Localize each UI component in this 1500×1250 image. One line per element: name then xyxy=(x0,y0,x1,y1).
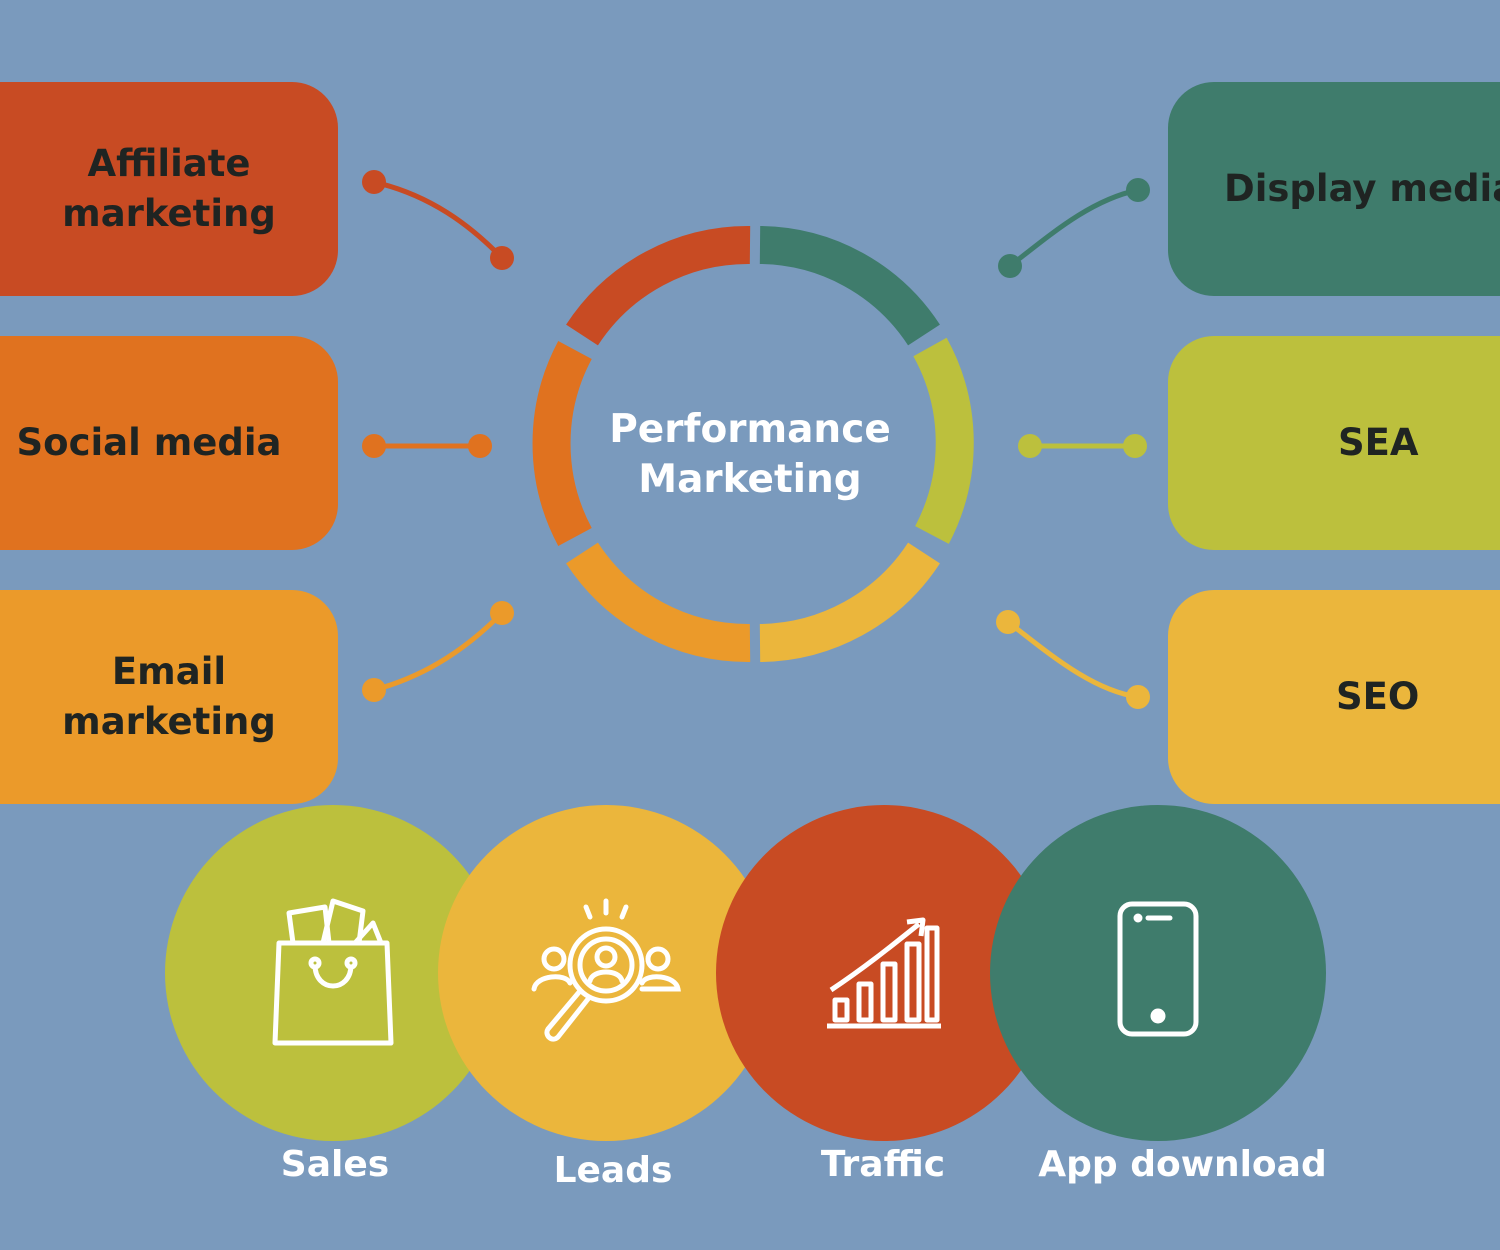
goal-circle-app-download xyxy=(990,805,1326,1141)
ring-segment-display xyxy=(759,226,940,346)
ring-segment-sea xyxy=(913,337,974,544)
goal-label-traffic: Traffic xyxy=(820,1144,946,1185)
connector-email xyxy=(371,610,505,693)
magnifier-people-icon xyxy=(531,898,681,1042)
growth-chart-icon xyxy=(827,917,941,1029)
smartphone-icon xyxy=(1117,901,1199,1037)
channel-seo: SEO xyxy=(1168,590,1500,804)
goal-label-leads: Leads xyxy=(553,1150,673,1191)
channel-affiliate-marketing: Affiliate marketing xyxy=(0,82,338,296)
ring-segment-email xyxy=(566,542,751,663)
center-title: Performance Marketing xyxy=(609,407,891,502)
connector-seo xyxy=(1005,619,1141,700)
connectors xyxy=(362,170,1150,709)
connector-affiliate xyxy=(371,179,505,261)
connector-display xyxy=(1007,187,1141,269)
ring-segment-social xyxy=(532,341,592,546)
channel-email-marketing: Email marketing xyxy=(0,590,338,804)
goal-label-sales: Sales xyxy=(280,1144,390,1185)
channel-sea: SEA xyxy=(1168,336,1500,550)
ring-segment-affiliate xyxy=(566,225,751,346)
ring-segments xyxy=(532,225,974,663)
shopping-bag-icon xyxy=(272,898,394,1046)
goal-label-app-download: App download xyxy=(1038,1144,1327,1185)
ring-segment-seo xyxy=(759,542,940,662)
channel-display-media: Display media xyxy=(1168,82,1500,296)
channel-social-media: Social media xyxy=(0,336,338,550)
